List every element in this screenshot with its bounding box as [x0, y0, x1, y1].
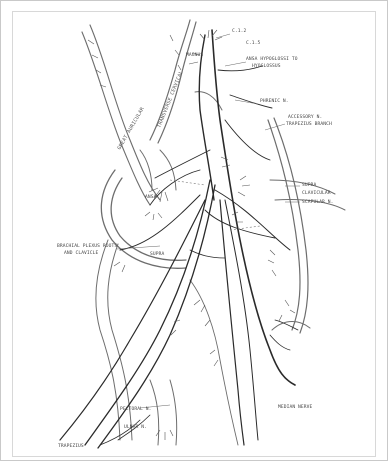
label-trapezius-branch: TRAPEZIUS BRANCH — [286, 121, 332, 127]
label-and-clavicle: AND CLAVICLE — [64, 250, 99, 256]
label-ansa-hypoglossi: ANSA HYPOGLOSSI TO — [246, 56, 298, 62]
label-clavicular: CLAVICULAR — [302, 190, 331, 196]
leader-lines — [117, 34, 300, 408]
diagram-outlines — [82, 20, 345, 445]
label-brachial-plexus: BRACHIAL PLEXUS ROOTS — [57, 243, 117, 249]
label-magnus: MAGNUS — [186, 52, 203, 58]
label-phrenic: PHRENIC N. — [260, 98, 289, 104]
label-c12: C.1.2 — [232, 28, 246, 34]
label-median: MEDIAN NERVE — [278, 404, 313, 410]
label-supra-small: SUPRA — [150, 251, 164, 257]
label-accessory: ACCESSORY N. — [288, 114, 322, 120]
label-pectoral: PECTORAL N. — [120, 406, 152, 412]
label-c15: C.1.5 — [246, 40, 260, 46]
label-transverse-cervical: TRANSVERSE CERVICAL — [156, 70, 184, 129]
label-ulnar: ULNAR N. — [124, 424, 147, 430]
label-scapular: SCAPULAR N. — [302, 199, 334, 205]
label-trapezius: TRAPEZIUS — [58, 443, 84, 449]
label-supra: SUPRA — [302, 182, 316, 188]
label-hyoglossus: HYOGLOSSUS — [252, 63, 281, 69]
nerve-lines — [60, 30, 298, 448]
label-ansa: ANSA — [145, 194, 157, 200]
